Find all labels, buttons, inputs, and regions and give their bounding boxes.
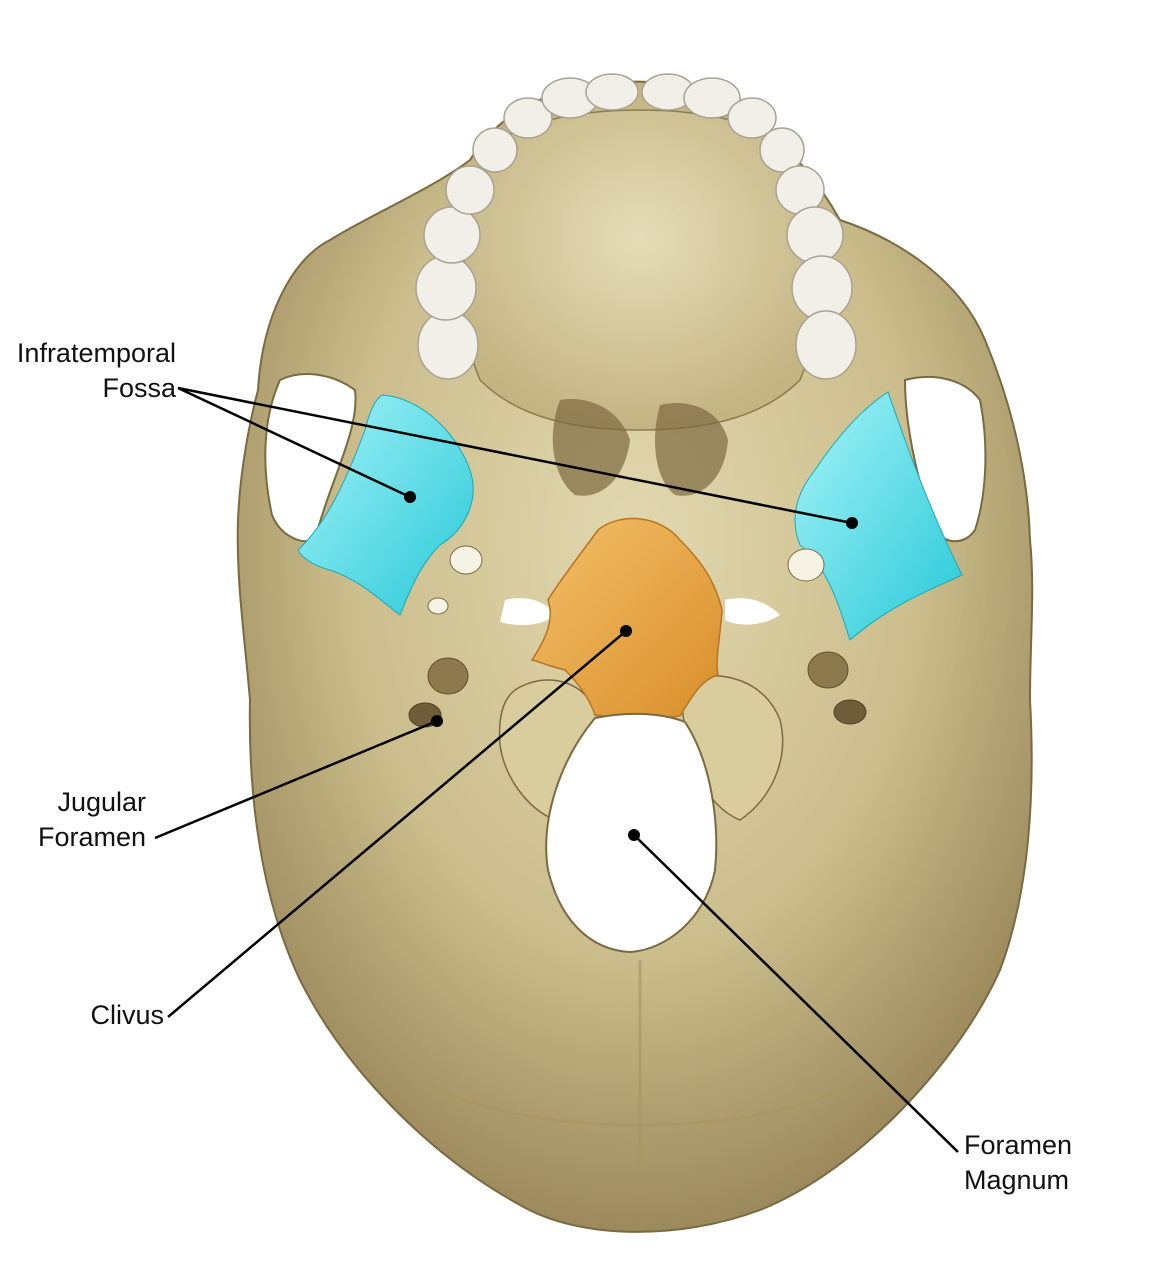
right-infratemporal-fossa xyxy=(794,391,963,641)
label-jugular-foramen: Jugular Foramen xyxy=(0,785,146,855)
infratemporal-leader-right xyxy=(177,386,853,525)
right-foramen-lacerum xyxy=(725,598,780,625)
jugular-leader xyxy=(154,719,438,840)
left-foramen-lacerum xyxy=(500,598,555,626)
infratemporal-dot-right xyxy=(846,517,858,529)
teeth-arch xyxy=(415,73,857,380)
infratemporal-leader-left xyxy=(177,386,411,499)
leader-lines xyxy=(154,386,959,1153)
left-choana xyxy=(552,399,630,496)
label-jugular-line2: Foramen xyxy=(37,822,146,852)
label-infratemporal-line1: Infratemporal xyxy=(16,338,176,368)
jugular-dot xyxy=(431,715,443,727)
label-infratemporal-line2: Fossa xyxy=(102,373,176,403)
magnum-dot xyxy=(628,829,640,841)
left-infratemporal-fossa xyxy=(297,394,474,616)
right-jugular-foramen xyxy=(833,699,867,725)
label-jugular-line1: Jugular xyxy=(57,787,146,817)
right-foramen-ovale xyxy=(787,548,825,582)
infratemporal-dot-left xyxy=(404,491,416,503)
left-carotid-canal xyxy=(427,657,469,695)
left-foramen-ovale xyxy=(449,545,483,575)
right-carotid-canal xyxy=(807,651,849,689)
label-foramen-magnum: Foramen Magnum xyxy=(964,1128,1124,1198)
label-clivus: Clivus xyxy=(0,998,164,1033)
leader-dots xyxy=(404,491,858,841)
clivus-dot xyxy=(620,625,632,637)
magnum-leader xyxy=(633,834,959,1153)
label-magnum-line1: Foramen xyxy=(964,1130,1073,1160)
clivus-leader xyxy=(167,630,627,1018)
label-clivus-line1: Clivus xyxy=(90,1000,164,1030)
label-infratemporal-fossa: Infratemporal Fossa xyxy=(0,336,176,406)
right-choana xyxy=(655,403,728,496)
label-magnum-line2: Magnum xyxy=(964,1165,1070,1195)
left-foramen-small xyxy=(427,597,449,615)
